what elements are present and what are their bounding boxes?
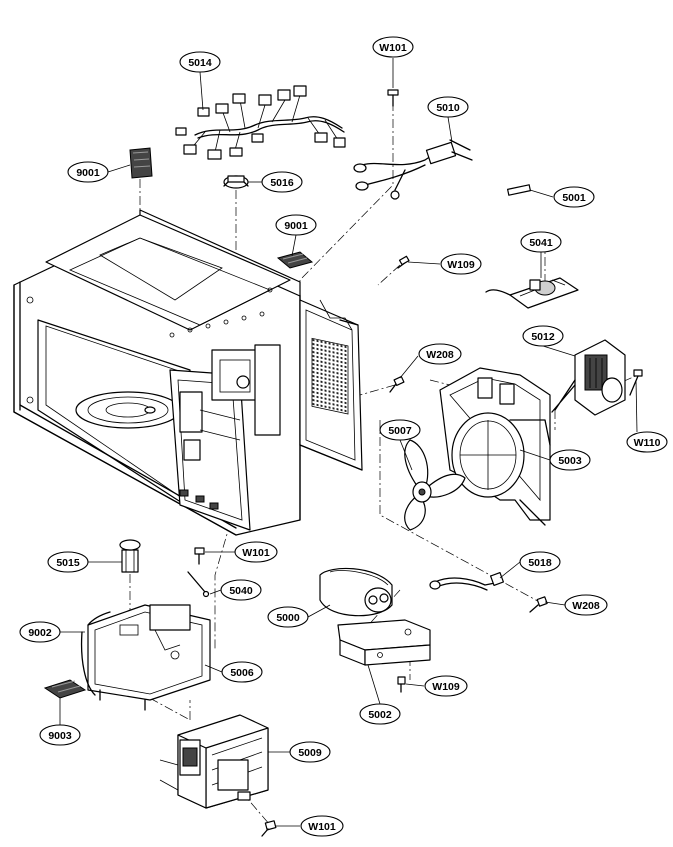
oven-cavity [13, 209, 363, 536]
callout-5000: 5000 [267, 606, 309, 628]
label-5018: 5018 [528, 557, 552, 569]
callout-5041: 5041 [520, 231, 562, 253]
label-5041: 5041 [529, 237, 553, 249]
callout-5012: 5012 [522, 325, 564, 347]
label-w109-top: W109 [447, 259, 475, 271]
part-5040 [187, 571, 210, 598]
screw-w101-top [387, 89, 399, 107]
callout-5009: 5009 [289, 741, 331, 763]
label-5001: 5001 [562, 192, 586, 204]
callout-w208-low: W208 [564, 594, 608, 616]
callout-5001: 5001 [553, 186, 595, 208]
lamp-5015 [119, 539, 141, 573]
label-w101-bottom: W101 [308, 821, 336, 833]
callout-9002: 9002 [19, 621, 61, 643]
label-5009: 5009 [298, 747, 322, 759]
component-5012 [551, 339, 626, 416]
label-5015: 5015 [56, 557, 80, 569]
callout-5040: 5040 [220, 579, 262, 601]
leader-lines [59, 58, 638, 827]
label-5007: 5007 [388, 425, 412, 437]
label-9003: 9003 [48, 730, 72, 742]
callout-9001-b: 9001 [275, 214, 317, 236]
label-5003: 5003 [558, 455, 582, 467]
label-5000: 5000 [276, 612, 300, 624]
callout-9003: 9003 [39, 724, 81, 746]
fan-blade-5007 [404, 439, 466, 531]
magnetron-5009 [159, 714, 269, 809]
label-9001-a: 9001 [76, 167, 100, 179]
callout-9001-a: 9001 [67, 161, 109, 183]
label-5002: 5002 [368, 709, 392, 721]
screw-w110 [629, 369, 643, 396]
label-5016: 5016 [270, 177, 294, 189]
callout-5010: 5010 [427, 96, 469, 118]
screw-w109-top [397, 255, 410, 269]
label-w110: W110 [634, 437, 661, 449]
callout-w110: W110 [626, 431, 668, 453]
label-w109-low: W109 [432, 681, 460, 693]
label-w208-low: W208 [572, 600, 600, 612]
label-w208-mid: W208 [426, 349, 454, 361]
callout-5015: 5015 [47, 551, 89, 573]
screw-w208-mid [389, 375, 405, 393]
bracket-5002 [337, 619, 431, 666]
callout-5018: 5018 [519, 551, 561, 573]
capacitor-5000 [319, 567, 393, 617]
fuse-5001 [507, 184, 531, 196]
callout-5006: 5006 [221, 661, 263, 683]
label-w101-top: W101 [379, 42, 407, 54]
callout-5016: 5016 [261, 171, 303, 193]
label-5006: 5006 [230, 667, 254, 679]
wire-harness-5014 [175, 85, 346, 160]
fan-duct-5003 [439, 367, 551, 526]
pad-9003 [43, 679, 87, 699]
wire-assembly-5010 [353, 139, 473, 200]
label-w101-mid: W101 [242, 547, 270, 559]
callout-5002: 5002 [359, 703, 401, 725]
label-9002: 9002 [28, 627, 52, 639]
screw-w101-bottom [261, 820, 277, 837]
callout-w109-top: W109 [440, 253, 482, 275]
base-frame-9002-5006 [80, 604, 211, 711]
label-5012: 5012 [531, 331, 555, 343]
callout-5014: 5014 [179, 51, 221, 73]
pad-9001-a [129, 147, 153, 179]
label-5010: 5010 [436, 102, 460, 114]
screw-w109-low [397, 676, 406, 693]
callout-w109-low: W109 [424, 675, 468, 697]
thermostat-5016 [223, 175, 249, 189]
callout-w101-mid: W101 [234, 541, 278, 563]
noise-filter-5041 [485, 277, 579, 309]
wire-5018 [429, 571, 505, 591]
callout-w101-top: W101 [372, 36, 414, 58]
screw-w101-mid [194, 547, 205, 565]
callout-w208-mid: W208 [418, 343, 462, 365]
callout-5007: 5007 [379, 419, 421, 441]
callout-5003: 5003 [549, 449, 591, 471]
screw-w208-low [529, 596, 548, 613]
label-5040: 5040 [229, 585, 253, 597]
callout-w101-bottom: W101 [300, 815, 344, 837]
pad-9001-b [276, 251, 314, 269]
label-9001-b: 9001 [284, 220, 308, 232]
label-5014: 5014 [188, 57, 212, 69]
